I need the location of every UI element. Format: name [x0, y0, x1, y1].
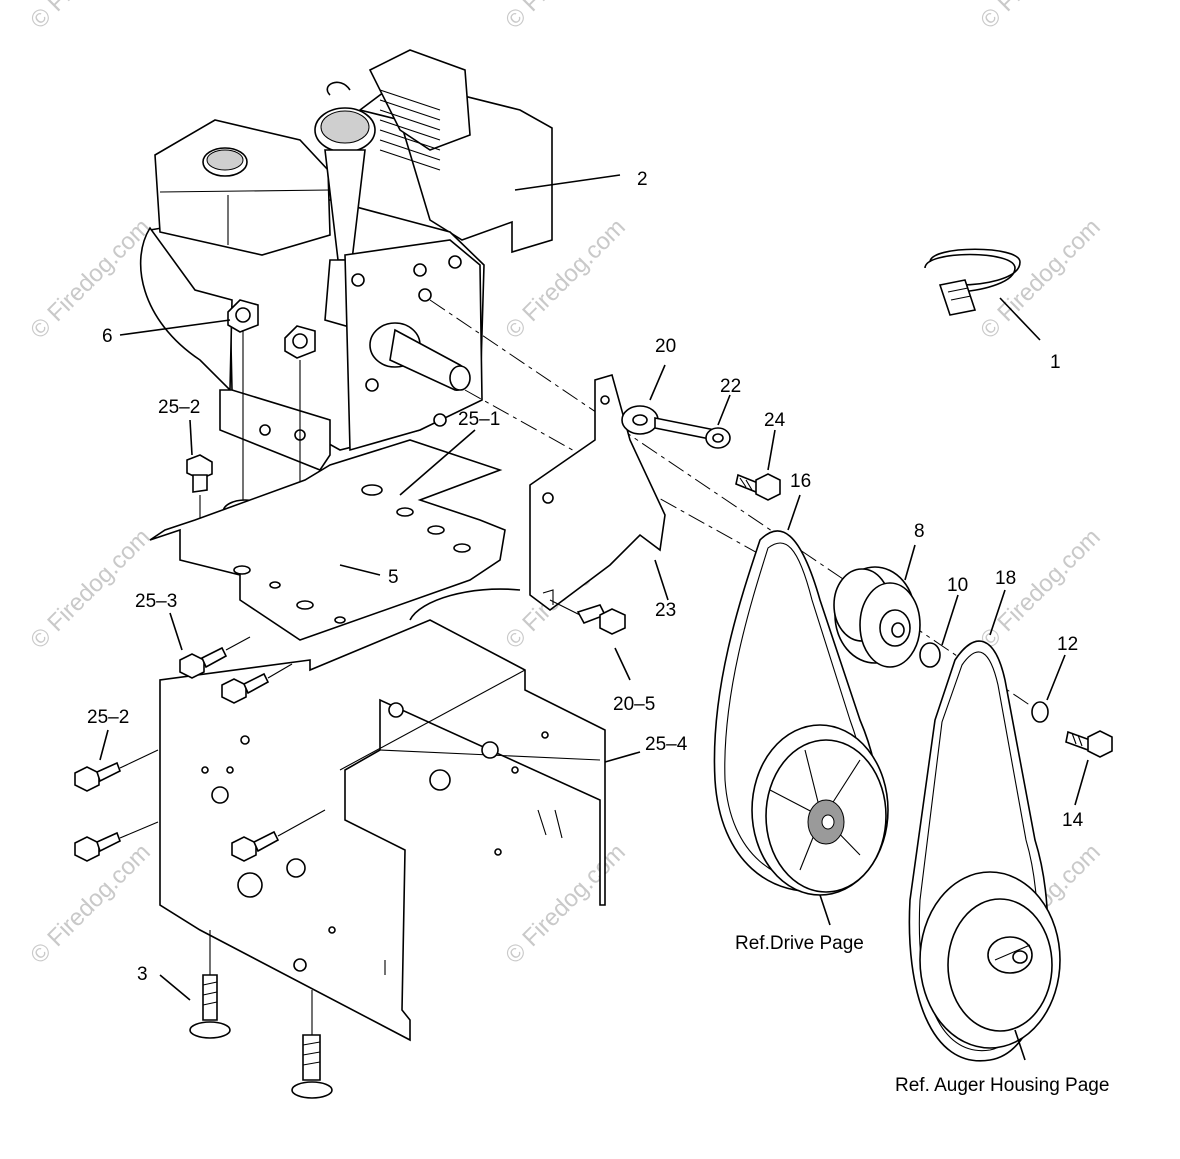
idler-arm-part-20: [621, 405, 716, 441]
callout-5: 5: [388, 567, 399, 588]
callout-labels: 2 1 6 25–2 25–1 5 25–3 25–2 3 23 20–5 25…: [87, 169, 1109, 1096]
axis-line: [429, 299, 1041, 713]
watermark: © Firedog.com: [500, 839, 631, 970]
callout-3: 3: [137, 964, 148, 985]
leader-lines: [99, 174, 1089, 1061]
callout-24: 24: [764, 410, 786, 431]
callout-25-3: 25–3: [135, 591, 177, 612]
callout-8: 8: [914, 521, 925, 542]
callout-20: 20: [655, 336, 676, 357]
bolt-part-24: [735, 473, 781, 501]
callout-1: 1: [1050, 352, 1061, 373]
callout-25-4: 25–4: [645, 734, 688, 755]
callout-12: 12: [1057, 634, 1078, 655]
watermark: © Firedog.com: [975, 214, 1106, 345]
watermark: © Firedog.com: [25, 214, 156, 345]
callout-18: 18: [995, 568, 1016, 589]
pulley-part-8: [833, 566, 921, 668]
callout-2: 2: [637, 169, 648, 190]
engine-part-2: [139, 49, 553, 471]
callout-25-2-upper: 25–2: [158, 397, 200, 418]
mounting-plate-part-25-1: [149, 439, 506, 641]
callout-16: 16: [790, 471, 811, 492]
ref-drive-page: Ref.Drive Page: [735, 933, 864, 954]
callout-25-1: 25–1: [458, 409, 500, 430]
callout-22: 22: [720, 376, 741, 397]
frame-part-25-4: [159, 588, 606, 1042]
bolt-part-20-5: [549, 599, 626, 635]
bolt-part-3: [189, 930, 333, 1099]
callout-6: 6: [102, 326, 113, 347]
callout-20-5: 20–5: [613, 694, 655, 715]
callout-23: 23: [655, 600, 676, 621]
spacer-part-10: [919, 642, 941, 668]
wire-harness-part-1: [924, 248, 1021, 316]
watermark: © Firedog.com: [500, 0, 631, 34]
watermark: © Firedog.com: [25, 524, 156, 655]
drive-pulley: [751, 724, 889, 896]
auger-pulley: [919, 871, 1061, 1049]
callout-14: 14: [1062, 810, 1084, 831]
bolt-part-25-2-lower: [74, 749, 326, 862]
washer-part-12: [1031, 701, 1049, 723]
washer-part-22-hole: [712, 433, 724, 443]
callout-10: 10: [947, 575, 968, 596]
ref-auger-housing-page: Ref. Auger Housing Page: [895, 1075, 1109, 1096]
bolt-part-25-3: [179, 636, 293, 704]
watermark: © Firedog.com: [25, 0, 156, 34]
watermark: © Firedog.com: [975, 0, 1106, 34]
bracket-part-23: [529, 374, 666, 611]
callout-25-2-lower: 25–2: [87, 707, 129, 728]
bolt-part-14: [1065, 730, 1113, 758]
